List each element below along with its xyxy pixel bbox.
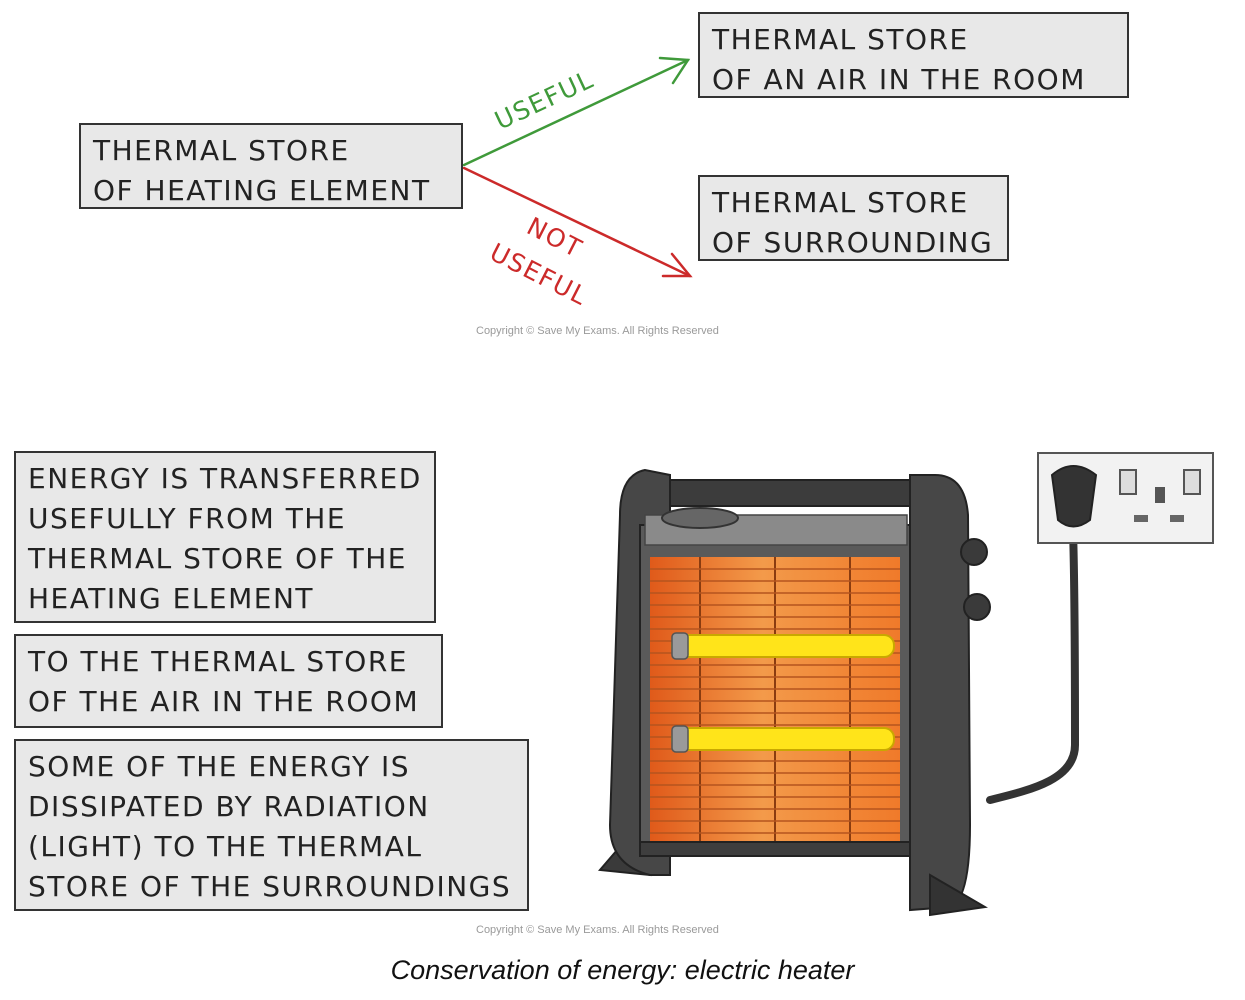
note1-line1: ENERGY IS TRANSFERRED xyxy=(28,462,422,495)
wasted-target-box: THERMAL STORE OF SURROUNDING xyxy=(698,175,1009,261)
flow-arrows: USEFUL NOT USEFUL xyxy=(462,56,693,311)
heater-dial xyxy=(661,507,739,529)
heater-knob-top xyxy=(960,538,988,566)
wasted-target-line1: THERMAL STORE xyxy=(712,186,969,219)
useful-target-line2: OF AN AIR IN THE ROOM xyxy=(712,63,1086,96)
wasted-target-line2: OF SURROUNDING xyxy=(712,226,994,259)
useful-target-box: THERMAL STORE OF AN AIR IN THE ROOM xyxy=(698,12,1129,98)
note-useful-transfer: ENERGY IS TRANSFERRED USEFULLY FROM THE … xyxy=(14,451,436,623)
note2-line1: TO THE THERMAL STORE xyxy=(28,645,408,678)
copyright-top: Copyright © Save My Exams. All Rights Re… xyxy=(476,325,719,337)
note1-line3: THERMAL STORE OF THE xyxy=(28,542,407,575)
plug-icon xyxy=(1050,465,1098,528)
note3-line3: (LIGHT) TO THE THERMAL xyxy=(28,830,423,863)
source-store-box: THERMAL STORE OF HEATING ELEMENT xyxy=(79,123,463,209)
source-store-line1: THERMAL STORE xyxy=(93,134,350,167)
note-air-store: TO THE THERMAL STORE OF THE AIR IN THE R… xyxy=(14,634,443,728)
note2-line2: OF THE AIR IN THE ROOM xyxy=(28,685,420,718)
note1-line4: HEATING ELEMENT xyxy=(28,582,315,615)
figure-caption: Conservation of energy: electric heater xyxy=(390,955,855,985)
useful-arrow xyxy=(462,56,691,167)
power-cable xyxy=(986,526,1080,804)
note3-line1: SOME OF THE ENERGY IS xyxy=(28,750,410,783)
heater-handle xyxy=(659,479,941,507)
copyright-bottom: Copyright © Save My Exams. All Rights Re… xyxy=(476,924,719,936)
not-useful-arrow xyxy=(462,166,693,278)
useful-label: USEFUL xyxy=(490,65,598,136)
heating-element-bottom xyxy=(671,725,895,753)
heater-knob-bottom xyxy=(963,593,991,621)
note-dissipated: SOME OF THE ENERGY IS DISSIPATED BY RADI… xyxy=(14,739,529,911)
note3-line2: DISSIPATED BY RADIATION xyxy=(28,790,430,823)
heating-element-top xyxy=(671,632,895,660)
note3-line4: STORE OF THE SURROUNDINGS xyxy=(28,870,512,903)
electric-heater-icon xyxy=(597,452,1214,917)
heater-right-side xyxy=(909,474,972,912)
note1-line2: USEFULLY FROM THE xyxy=(28,502,347,535)
source-store-line2: OF HEATING ELEMENT xyxy=(93,174,431,207)
useful-target-line1: THERMAL STORE xyxy=(712,23,969,56)
